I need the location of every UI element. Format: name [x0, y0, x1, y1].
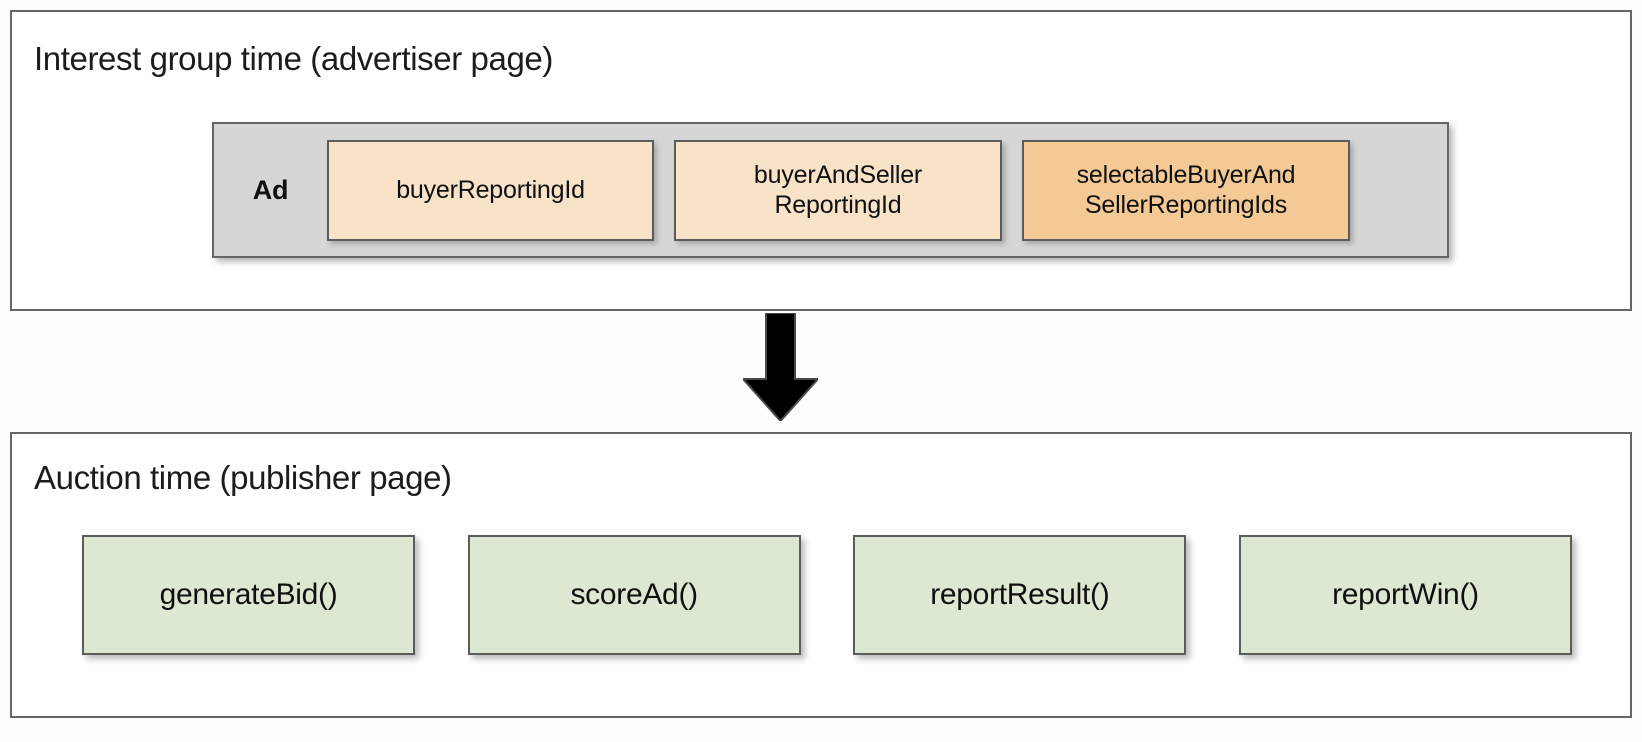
function-box-report-win[interactable]: reportWin()	[1238, 535, 1572, 655]
reporting-id-box-list: buyerReportingId buyerAndSeller Reportin…	[327, 124, 1447, 256]
reporting-id-box-label-line1: selectableBuyerAnd	[1076, 160, 1296, 189]
function-box-label: scoreAd()	[570, 578, 698, 611]
function-box-generate-bid[interactable]: generateBid()	[82, 535, 415, 655]
function-box-score-ad[interactable]: scoreAd()	[467, 535, 801, 655]
reporting-id-box-label-line1: buyerAndSeller	[753, 160, 923, 189]
reporting-id-box-label-line2: SellerReportingIds	[1084, 191, 1288, 219]
function-box-label: generateBid()	[159, 578, 338, 611]
function-box-list: generateBid() scoreAd() reportResult() r…	[82, 535, 1572, 655]
ad-group-container: Ad buyerReportingId buyerAndSeller Repor…	[212, 122, 1449, 258]
reporting-id-box-label: buyerReportingId	[396, 175, 585, 204]
reporting-id-box-label-line2: ReportingId	[774, 191, 902, 219]
reporting-id-box-buyer-and-seller-reporting-id[interactable]: buyerAndSeller ReportingId	[674, 139, 1002, 241]
publisher-panel: Auction time (publisher page) generateBi…	[10, 432, 1632, 718]
reporting-id-box-selectable-buyer-and-seller-reporting-ids[interactable]: selectableBuyerAnd SellerReportingIds	[1022, 139, 1350, 241]
function-box-label: reportResult()	[930, 578, 1110, 611]
publisher-panel-title: Auction time (publisher page)	[34, 459, 452, 496]
advertiser-panel: Interest group time (advertiser page) Ad…	[10, 10, 1632, 311]
arrow-down-icon	[743, 313, 818, 421]
reporting-id-box-label: selectableBuyerAnd SellerReportingIds	[1077, 160, 1296, 221]
ad-group-label: Ad	[252, 174, 289, 205]
advertiser-panel-title: Interest group time (advertiser page)	[34, 40, 553, 77]
function-box-report-result[interactable]: reportResult()	[853, 535, 1187, 655]
reporting-id-box-label: buyerAndSeller ReportingId	[754, 160, 922, 221]
function-box-label: reportWin()	[1332, 578, 1479, 611]
reporting-id-box-buyer-reporting-id[interactable]: buyerReportingId	[327, 139, 654, 241]
